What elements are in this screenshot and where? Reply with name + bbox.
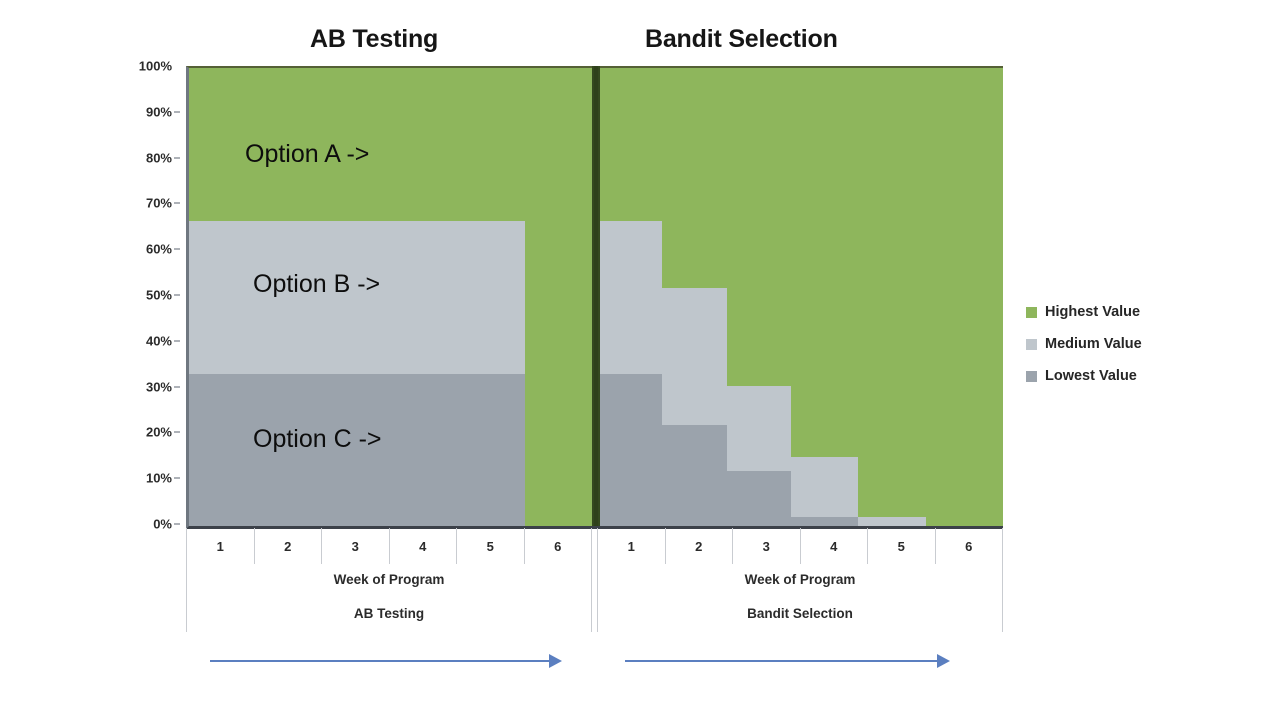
y-axis-tick-mark <box>174 431 180 433</box>
area-segment-lowest-value <box>791 516 858 526</box>
legend-label: Lowest Value <box>1045 368 1137 384</box>
y-axis-tick-label: 20% <box>145 424 172 440</box>
y-axis-tick-label: 70% <box>145 195 172 211</box>
area-segment-highest-value <box>926 68 1003 526</box>
y-axis-tick-mark <box>174 157 180 159</box>
legend-swatch-icon <box>1026 370 1037 382</box>
legend-swatch-icon <box>1026 338 1037 350</box>
x-axis-tick-label: 2 <box>255 528 322 564</box>
y-axis-tick-label: 80% <box>145 150 172 166</box>
y-axis-tick-label: 100% <box>138 58 172 74</box>
legend-item: Highest Value <box>1026 296 1196 328</box>
progress-arrow-ab-testing <box>210 645 562 677</box>
y-axis-tick-label: 30% <box>145 379 172 395</box>
y-axis-tick-mark <box>174 386 180 388</box>
y-axis-tick-label: 50% <box>145 287 172 303</box>
y-axis-tick-mark <box>174 111 180 113</box>
x-axis-subtitle: Bandit Selection <box>747 606 853 621</box>
annotation-option-b: Option B -> <box>253 270 381 298</box>
legend-item: Medium Value <box>1026 328 1196 360</box>
area-segment-highest-value <box>857 68 927 517</box>
area-segment-highest-value <box>600 68 663 221</box>
area-segment-lowest-value <box>726 471 792 526</box>
y-axis-tick-label: 0% <box>153 516 172 532</box>
x-axis-tick-label: 2 <box>666 528 733 564</box>
area-segment-highest-value <box>524 68 592 526</box>
area-segment-highest-value <box>791 68 858 458</box>
area-segment-medium-value <box>662 287 727 426</box>
y-axis-tick-label: 10% <box>145 470 172 486</box>
y-axis-tick-mark <box>174 477 180 479</box>
y-axis-tick-mark <box>174 202 180 204</box>
y-axis-tick-mark <box>174 523 180 525</box>
x-axis-tick-label: 5 <box>457 528 525 564</box>
annotation-option-c: Option C -> <box>253 425 382 453</box>
area-segment-medium-value <box>726 386 792 472</box>
area-segment-lowest-value <box>189 373 525 526</box>
x-axis-tick-label: 5 <box>868 528 936 564</box>
legend-swatch-icon <box>1026 306 1037 318</box>
y-axis-tick-mark <box>174 248 180 250</box>
legend-item: Lowest Value <box>1026 360 1196 392</box>
y-axis-tick-mark <box>174 294 180 296</box>
x-axis-tick-label: 6 <box>936 528 1003 564</box>
x-axis-tick-label: 1 <box>186 528 255 564</box>
y-axis-tick-label: 90% <box>145 104 172 120</box>
x-axis-tick-label: 6 <box>525 528 592 564</box>
area-segment-lowest-value <box>600 373 663 526</box>
y-axis-tick-label: 40% <box>145 333 172 349</box>
progress-arrow-bandit-selection <box>625 645 950 677</box>
panel-divider <box>592 66 600 526</box>
area-segment-medium-value <box>189 220 525 374</box>
x-axis-tick-label: 4 <box>390 528 457 564</box>
panel-bandit-selection <box>600 68 1003 526</box>
x-axis-title: Week of Program <box>333 572 445 587</box>
chart-title-ab: AB Testing <box>310 25 439 53</box>
y-axis: 100% 90% 80% 70% 60% 50% 40% 30% 20% 10% 0% <box>118 58 180 532</box>
plot-area <box>186 66 1003 529</box>
x-axis-tick-label: 3 <box>322 528 390 564</box>
area-segment-lowest-value <box>662 425 727 526</box>
x-axis-tick-label: 3 <box>733 528 801 564</box>
area-segment-medium-value <box>791 457 858 517</box>
area-segment-medium-value <box>600 220 663 374</box>
x-axis-tick-label: 1 <box>597 528 666 564</box>
area-segment-highest-value <box>726 68 792 387</box>
chart-title-bandit: Bandit Selection <box>645 25 838 53</box>
annotation-option-a: Option A -> <box>245 140 370 168</box>
x-axis-subtitle: AB Testing <box>353 606 425 621</box>
legend-label: Highest Value <box>1045 304 1141 320</box>
x-axis-tick-label: 4 <box>801 528 868 564</box>
area-segment-medium-value <box>857 516 927 526</box>
legend-label: Medium Value <box>1045 336 1142 352</box>
y-axis-tick-label: 60% <box>145 241 172 257</box>
x-axis-title: Week of Program <box>744 572 856 587</box>
area-segment-highest-value <box>662 68 727 288</box>
area-segment-highest-value <box>189 68 525 221</box>
y-axis-tick-mark <box>174 340 180 342</box>
panel-ab-testing <box>189 68 592 526</box>
